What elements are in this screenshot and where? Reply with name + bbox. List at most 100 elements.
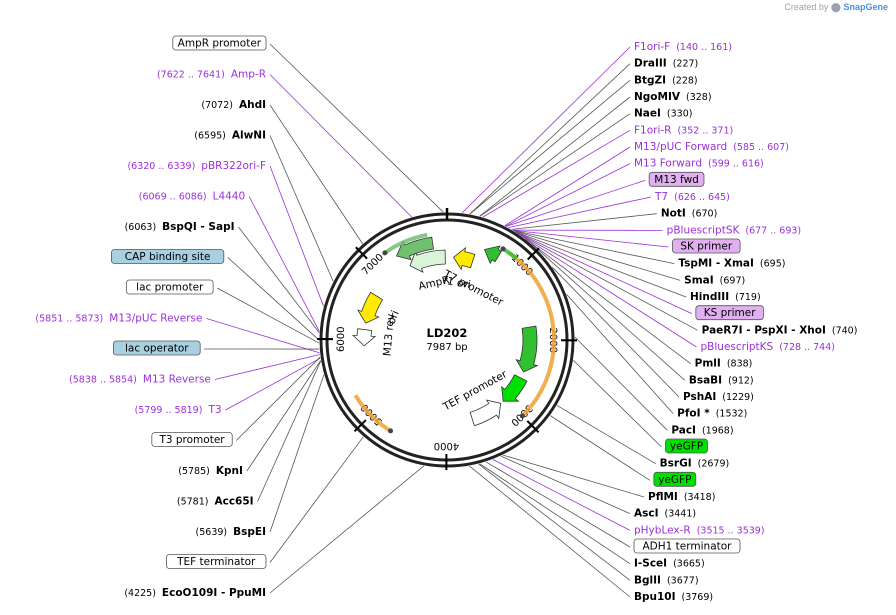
site-position: (740): [832, 325, 858, 336]
feature-label: TEF terminator: [176, 556, 256, 568]
tick-mark: [526, 420, 540, 433]
label-leader-line: [216, 287, 320, 344]
enzyme-site-label: PflMI (3418): [648, 491, 715, 503]
label-box: [653, 471, 697, 487]
feature-label: AmpR promoter: [178, 38, 262, 50]
feature-label: KS primer: [704, 307, 756, 319]
site-position: (626 .. 645): [674, 192, 730, 203]
label-leader-line: [552, 267, 680, 398]
feature-label: lac promoter: [136, 282, 204, 294]
site-position: (328): [686, 92, 712, 103]
label-primer: (6069 .. 6086)L4440: [139, 191, 245, 203]
label-enzyme: PfoI *(1532): [677, 408, 747, 420]
label-leader-line: [566, 293, 674, 414]
label-enzyme: PflMI (3418): [648, 491, 715, 503]
enzyme-site-label: SmaI(697): [684, 274, 745, 286]
snapgene-logo-icon: ⬤: [830, 2, 841, 12]
label-box: [111, 249, 225, 264]
enzyme-site-label: AscI(3441): [634, 508, 696, 520]
label-enzyme: (6595)AlwNI: [194, 130, 266, 142]
credit-prefix: Created by: [784, 2, 829, 12]
label-primer: M13/pUC Forward(585 .. 607): [634, 141, 789, 153]
site-position: (6595): [194, 131, 226, 142]
label-leader-line: [513, 230, 681, 281]
feature-arrow: [352, 328, 377, 347]
site-name: T3: [207, 404, 221, 416]
outer-labels: F1ori-F(140 .. 161)DraIII(227)BtgZI(228)…: [35, 35, 858, 603]
label-box: AmpR promoter: [172, 35, 267, 51]
cds-arc: [383, 232, 428, 255]
site-name: PshAI: [683, 391, 716, 403]
plasmid-name: LD202: [427, 326, 468, 340]
site-position: (7072): [201, 100, 233, 111]
site-position: (3515 .. 3539): [697, 525, 765, 536]
label-leader-line: [238, 226, 320, 333]
label-primerbox: KS primer: [695, 305, 764, 321]
label-enzyme: BtgZI(228): [634, 74, 698, 86]
site-position: (3677): [667, 575, 699, 586]
label-box: [113, 340, 201, 356]
feature-arrow: [484, 245, 502, 265]
label-leader-line: [469, 465, 631, 598]
site-position: (695): [760, 259, 786, 270]
label-leader-line: [479, 96, 631, 217]
label-box: [672, 238, 741, 254]
label-leader-line: [573, 360, 662, 448]
site-position: (677 .. 693): [745, 225, 801, 236]
site-name: PacI: [671, 424, 696, 436]
enzyme-site-label: BsrGI(2679): [660, 458, 730, 470]
enzyme-site-label: (5639)BspEI: [196, 526, 266, 538]
tick-label: 6000: [336, 326, 347, 352]
site-name: pHybLex-R: [634, 524, 691, 536]
site-position: (6069 .. 6086): [139, 192, 207, 203]
feature-arrows: [352, 232, 556, 434]
site-name: PmlI: [695, 358, 721, 370]
primer-label: M13 Forward(599 .. 616): [634, 158, 764, 170]
label-leader-line: [485, 461, 631, 548]
label-primer: (5838 .. 5854)M13 Reverse: [69, 374, 211, 386]
cds-arrowhead: [519, 413, 525, 419]
primer-label: (6069 .. 6086)L4440: [139, 191, 245, 203]
inner-feature-label: T7 promoter: [441, 268, 506, 309]
label-enzyme: BglII(3677): [634, 574, 699, 586]
site-name: pBluescriptSK: [667, 224, 741, 236]
label-leader-line: [508, 196, 652, 229]
site-name: NotI: [661, 208, 686, 220]
site-name: NgoMIV: [634, 91, 681, 103]
site-name: Amp-R: [231, 69, 266, 81]
site-name: BspEI: [233, 526, 266, 538]
label-primer: F1ori-F(140 .. 161): [634, 41, 732, 53]
site-position: (5851 .. 5873): [35, 314, 103, 325]
cds-arc: [353, 394, 392, 433]
label-box: [633, 538, 741, 554]
feature-arrow: [396, 236, 434, 261]
label-leader-line: [225, 357, 321, 411]
label-leader-line: [227, 257, 320, 341]
site-name: BtgZI: [634, 74, 666, 86]
label-enzyme: (6063)BspQI - SapI: [125, 221, 235, 233]
label-enzyme: PacI(1968): [671, 424, 733, 436]
label-featbox: yeGFP: [665, 438, 708, 454]
label-leader-line: [469, 63, 631, 215]
label-leader-line: [269, 165, 324, 307]
label-leader-line: [492, 459, 631, 531]
site-position: (912): [728, 375, 754, 386]
enzyme-site-label: NaeI(330): [634, 108, 692, 120]
site-name: Bpu10I: [634, 591, 676, 603]
site-position: (6063): [125, 222, 157, 233]
site-name: M13/pUC Forward: [634, 141, 727, 153]
feature-arrow: [515, 325, 539, 373]
label-leader-line: [516, 232, 697, 348]
site-position: (3418): [684, 492, 716, 503]
label-leader-line: [478, 463, 631, 581]
label-leader-line: [479, 463, 631, 564]
primer-label: pBluescriptKS(728 .. 744): [701, 341, 835, 353]
label-leader-line: [269, 374, 325, 533]
label-bluebox: lac operator: [113, 340, 201, 356]
site-position: (728 .. 744): [779, 342, 835, 353]
site-name: F1ori-F: [634, 41, 670, 53]
label-leader-line: [556, 405, 656, 465]
label-box: TEF terminator: [165, 554, 267, 569]
inner-feature-label: M13 rev: [381, 313, 397, 356]
site-name: PflMI: [648, 491, 678, 503]
